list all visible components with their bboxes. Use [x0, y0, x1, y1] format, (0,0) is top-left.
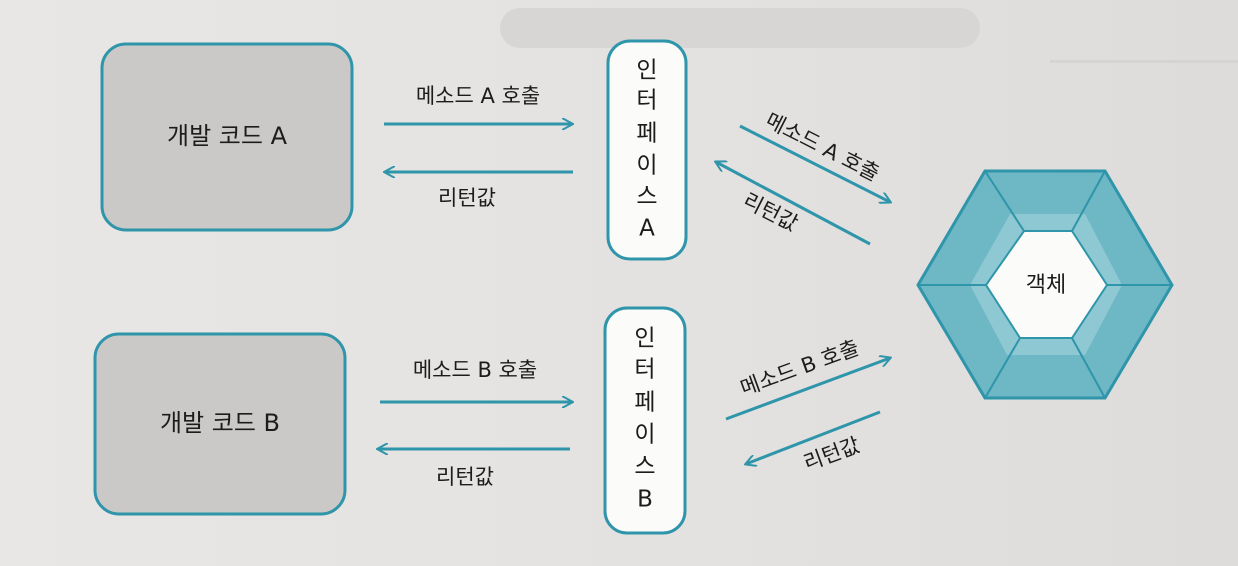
interface-a-box [606, 39, 688, 261]
interface-a-char: 페 [636, 121, 657, 147]
call-b-right-arrow [725, 358, 890, 421]
dev-code-b-label: 개발 코드 B [160, 409, 280, 437]
object-hexagon-spokes [918, 170, 1172, 399]
hexagon-spoke [1071, 170, 1106, 232]
interface-b-label: 인 터 페 이 스 B [634, 326, 655, 513]
interface-b-char: 터 [634, 357, 655, 383]
call-a-right-arrow [739, 124, 890, 202]
interface-a-char: A [639, 216, 655, 242]
dev-code-b-box [93, 332, 347, 516]
interface-a-char: 스 [636, 184, 657, 210]
call-b-left-label: 메소드 B 호출 [413, 358, 537, 382]
background-rule [1050, 60, 1238, 63]
return-b-right-arrow [746, 410, 881, 464]
interface-b-char: B [637, 487, 653, 513]
interface-b-char: 스 [634, 454, 655, 480]
interface-a-label: 인 터 페 이 스 A [636, 58, 657, 242]
background-smudge [500, 8, 980, 48]
hexagon-spoke [984, 170, 1025, 232]
call-a-left-label: 메소드 A 호출 [416, 84, 540, 108]
interface-b-char: 이 [634, 422, 655, 448]
interface-a-char: 터 [636, 88, 657, 114]
return-b-left-label: 리턴값 [436, 465, 494, 489]
interface-a-char: 이 [636, 153, 657, 179]
interface-b-box [603, 306, 687, 535]
return-a-left-label: 리턴값 [438, 186, 496, 210]
hexagon-spoke [1071, 337, 1106, 399]
interface-b-char: 페 [634, 390, 655, 416]
object-label: 객체 [1026, 273, 1066, 298]
dev-code-a-box [100, 42, 354, 232]
interface-b-char: 인 [634, 326, 655, 352]
dev-code-a-label: 개발 코드 A [167, 122, 288, 150]
return-a-right-arrow [716, 162, 871, 246]
interface-a-char: 인 [636, 58, 657, 84]
return-a-right-label: 리턴값 [739, 188, 802, 236]
hexagon-spoke [984, 337, 1021, 399]
